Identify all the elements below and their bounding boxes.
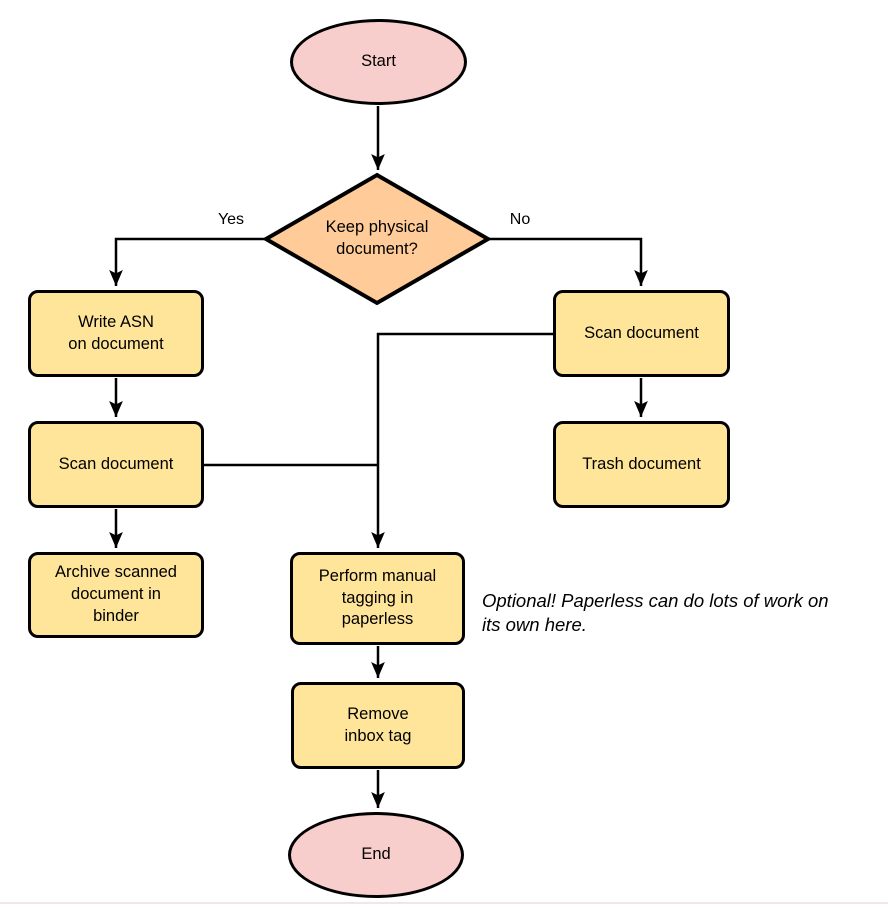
node-remove-inbox-tag-label: Remove inbox tag: [344, 704, 412, 745]
node-archive-scanned: Archive scanned document in binder: [28, 552, 204, 638]
node-scan-document-left-label: Scan document: [58, 454, 174, 473]
decision-diamond-shape: [261, 172, 493, 306]
node-manual-tagging: Perform manual tagging in paperless: [290, 552, 465, 645]
node-start: Start: [290, 19, 467, 105]
node-end: End: [288, 812, 464, 898]
node-end-label: End: [361, 845, 391, 864]
edge-label-no: No: [509, 211, 531, 228]
node-start-label: Start: [361, 52, 396, 71]
edge-decision-yes-to-write-asn: [109, 237, 266, 286]
node-scan-document-left: Scan document: [28, 421, 204, 508]
node-write-asn-label: Write ASN on document: [68, 312, 164, 353]
node-trash-document-label: Trash document: [582, 454, 701, 473]
edge-label-yes: Yes: [217, 211, 245, 228]
node-trash-document: Trash document: [553, 421, 730, 508]
optional-annotation: Optional! Paperless can do lots of work …: [482, 590, 829, 636]
edge-decision-no-to-scan-right: [488, 237, 648, 286]
bottom-divider: [0, 902, 888, 904]
node-manual-tagging-label: Perform manual tagging in paperless: [318, 566, 437, 629]
node-decision: Keep physical document?: [292, 210, 462, 268]
node-remove-inbox-tag: Remove inbox tag: [291, 682, 465, 769]
node-scan-document-right-label: Scan document: [584, 323, 699, 342]
node-scan-document-right: Scan document: [553, 290, 730, 377]
node-write-asn: Write ASN on document: [28, 290, 204, 377]
node-decision-label: Keep physical document?: [325, 218, 429, 258]
node-archive-scanned-label: Archive scanned document in binder: [55, 563, 177, 625]
edge-scan-right-to-tagging: [371, 332, 553, 548]
